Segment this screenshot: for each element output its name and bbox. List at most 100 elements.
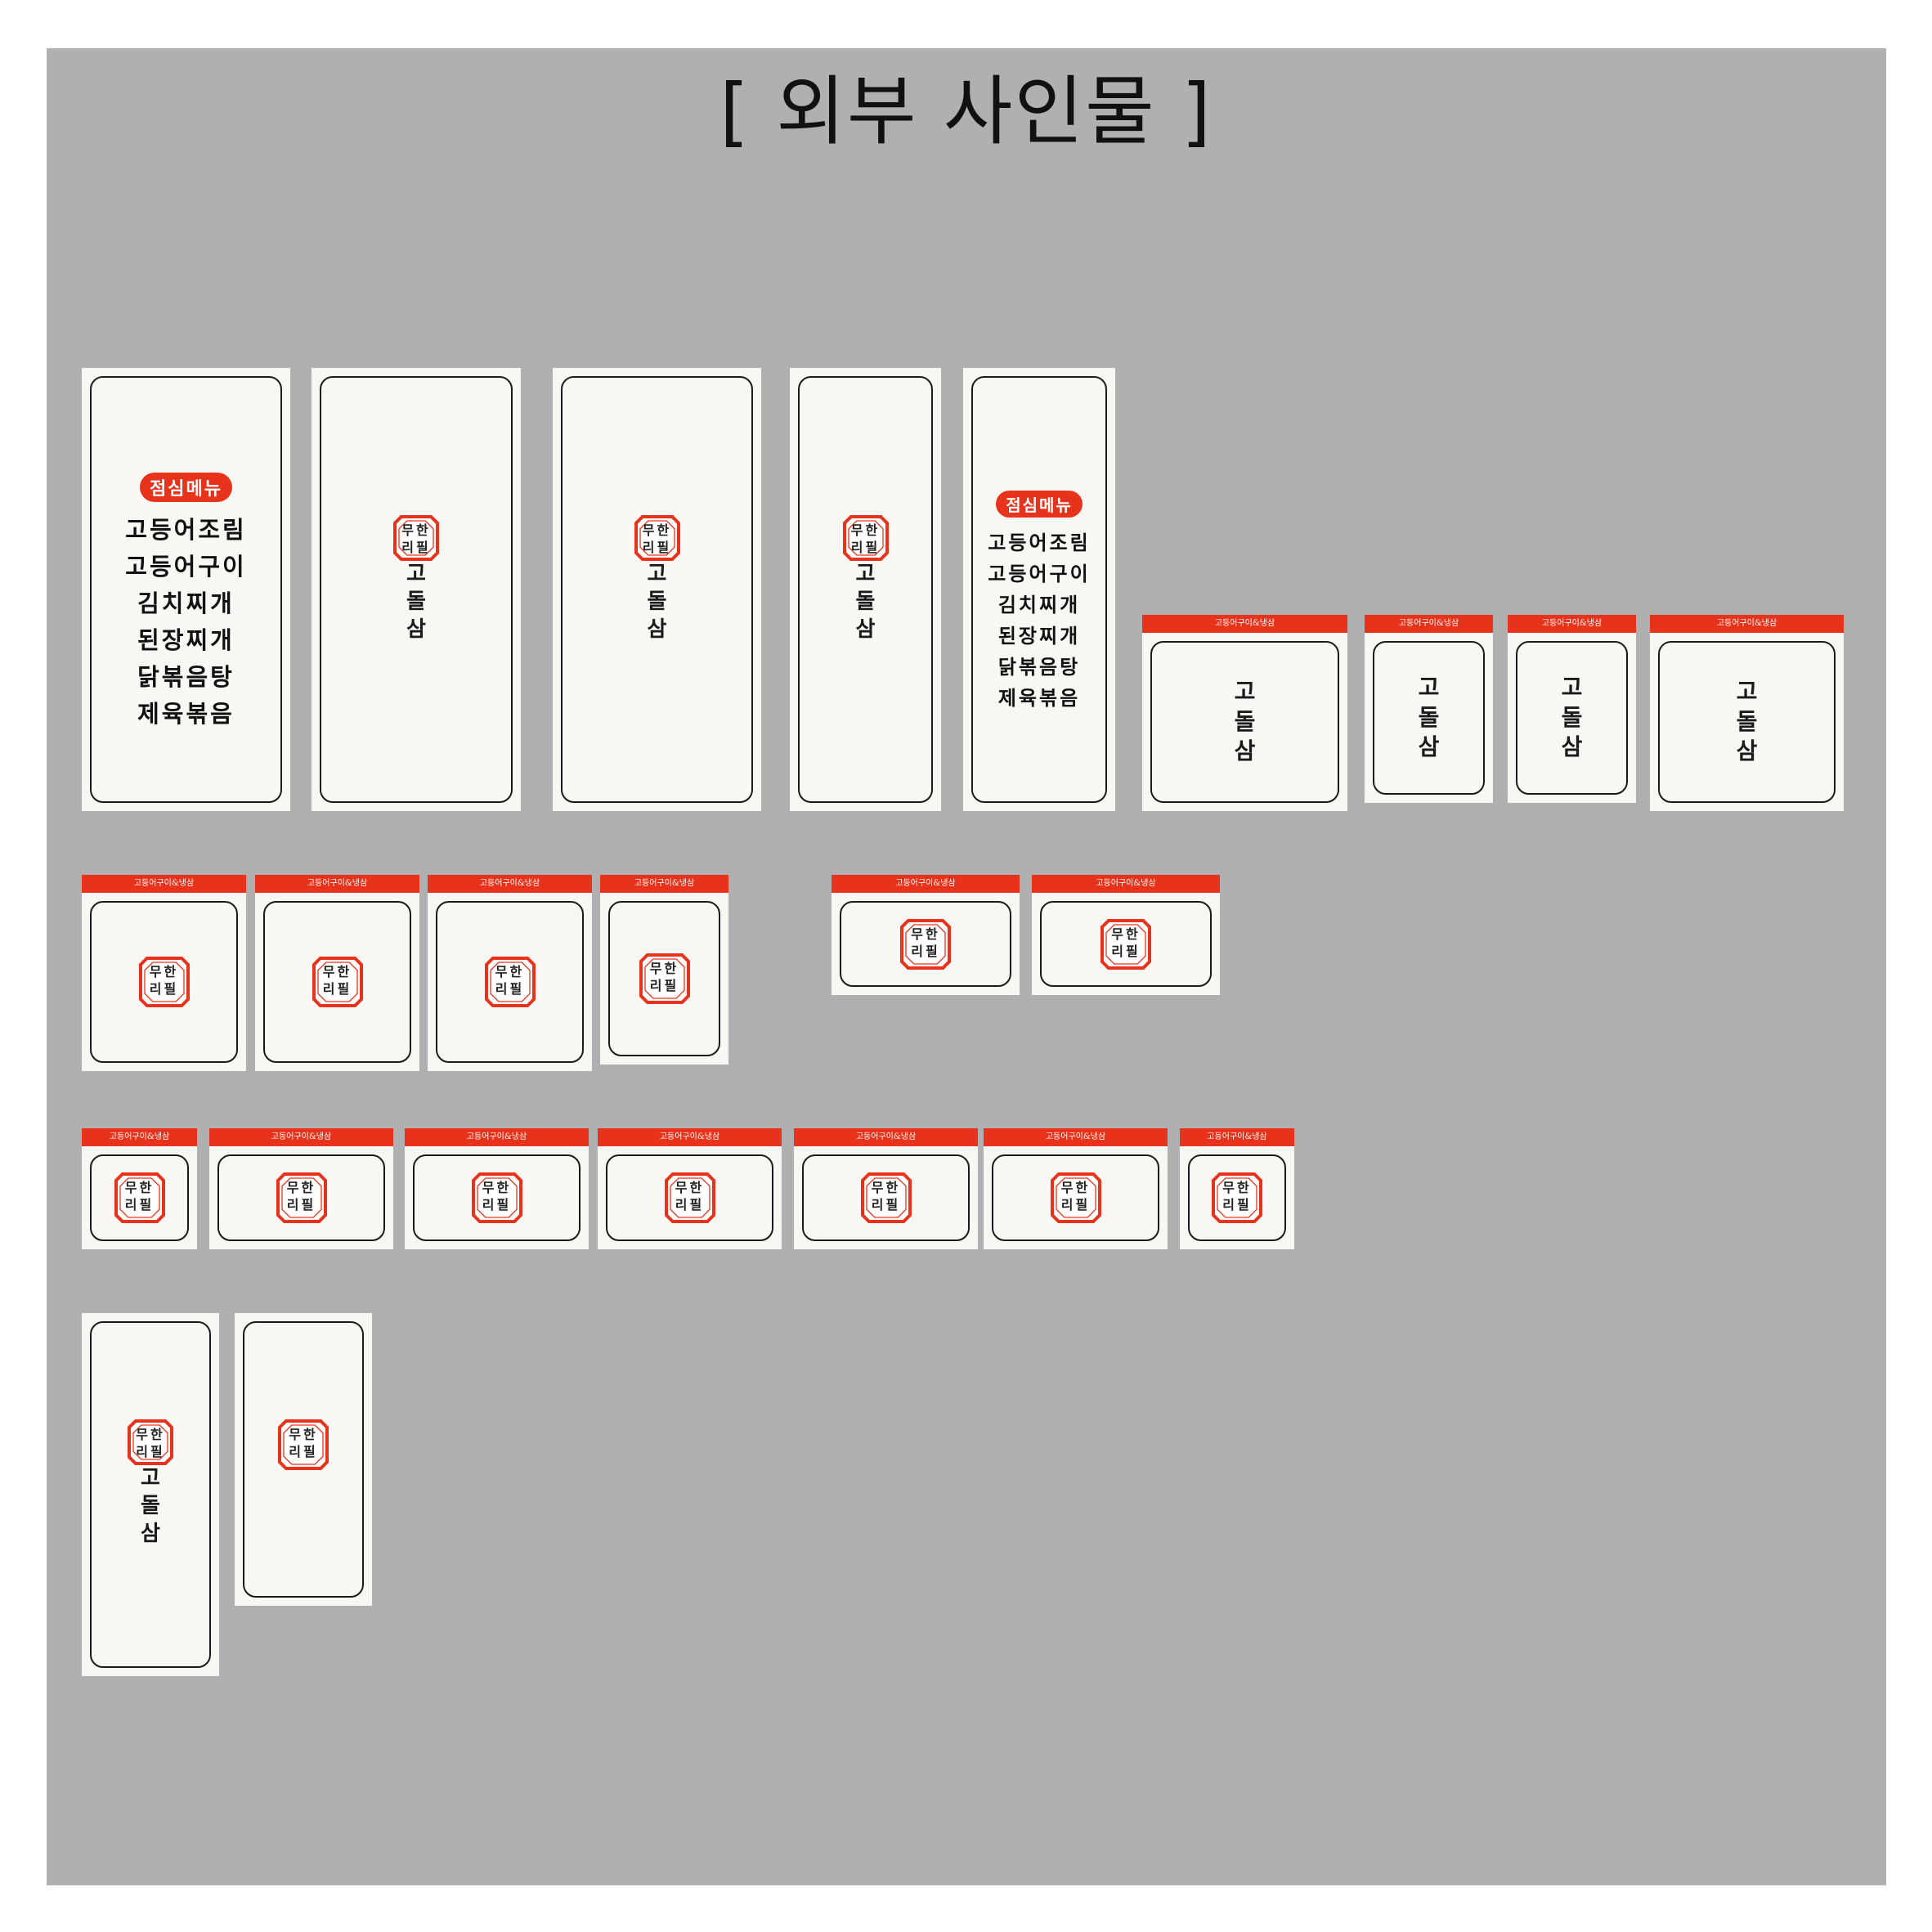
badge-line-1: 무한 [850,522,881,538]
badge-line-2: 리필 [675,1197,705,1213]
badge-line-2: 리필 [149,981,179,997]
badge-line-1: 무한 [286,1180,316,1195]
badge-line-2: 리필 [322,981,352,997]
badge-line-1: 무한 [911,926,940,942]
brand-name-vertical: 고 돌 삼 [647,562,667,642]
sign-frame [413,1154,580,1241]
brand-name-vertical: 고 돌 삼 [1234,678,1256,765]
sign-frame [243,1321,364,1598]
sign-frame [90,901,238,1063]
sign-frame [436,901,584,1063]
badge-line-1: 무한 [289,1427,318,1442]
badge-line-1: 무한 [136,1427,165,1442]
menu-item: 김치찌개 [137,589,235,617]
sign-frame [798,376,933,803]
badge-line-2: 리필 [289,1444,318,1459]
badge-line-2: 리필 [482,1197,512,1213]
sign-frame [1188,1154,1286,1241]
menu-item: 닭볶음탕 [137,663,235,691]
badge-line-2: 리필 [286,1197,316,1213]
badge-line-1: 무한 [642,522,672,538]
badge-line-1: 무한 [482,1180,512,1195]
sign-banner: 고등어구이&냉삼 [82,875,246,893]
sign-banner: 고등어구이&냉삼 [428,875,592,893]
sign-banner: 고등어구이&냉삼 [598,1128,782,1146]
sign-frame [992,1154,1159,1241]
lunch-menu-label: 점심메뉴 [140,473,232,502]
sign-banner: 고등어구이&냉삼 [405,1128,589,1146]
sign-frame [90,376,282,803]
sign-banner: 고등어구이&냉삼 [984,1128,1168,1146]
badge-line-1: 무한 [149,964,179,979]
brand-name-vertical: 고 돌 삼 [1736,678,1758,765]
sign-frame [1150,641,1339,803]
badge-line-2: 리필 [642,540,672,555]
badge-line-2: 리필 [124,1197,155,1213]
sign-frame [217,1154,385,1241]
sign-banner: 고등어구이&냉삼 [794,1128,978,1146]
menu-item: 고등어조림 [125,516,247,544]
menu-item: 고등어구이 [988,562,1091,585]
badge-line-1: 무한 [401,522,431,538]
menu-item: 김치찌개 [997,593,1081,616]
sign-frame [1040,901,1212,987]
badge-line-2: 리필 [136,1444,165,1459]
sign-frame [90,1321,211,1668]
badge-line-2: 리필 [495,981,525,997]
badge-line-2: 리필 [1222,1197,1252,1213]
badge-line-2: 리필 [649,978,679,993]
badge-line-2: 리필 [401,540,431,555]
sign-frame [802,1154,970,1241]
sign-content: 고 돌 삼 [1373,641,1485,795]
sign-frame [320,376,513,803]
sign-frame [1373,641,1485,795]
sign-frame [263,901,411,1063]
menu-item: 고등어구이 [125,553,247,580]
sign-banner: 고등어구이&냉삼 [255,875,419,893]
menu-item: 닭볶음탕 [997,655,1081,679]
sign-content: 고 돌 삼 [1150,641,1339,803]
